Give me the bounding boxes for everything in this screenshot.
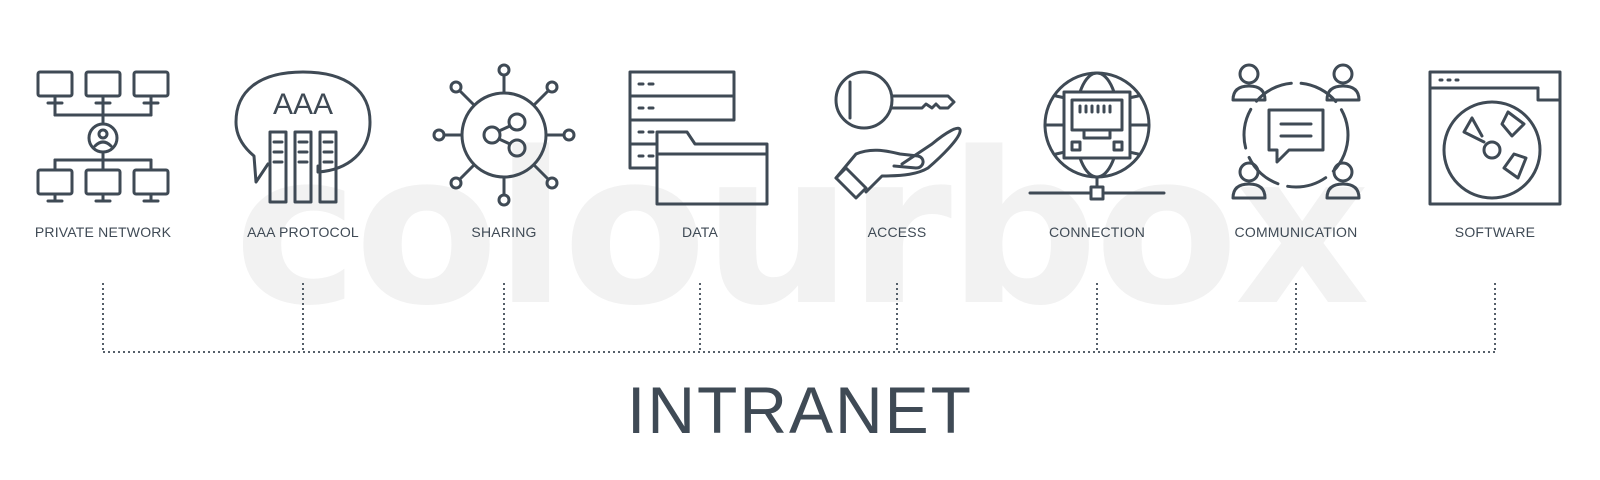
aaa-protocol-icon: AAA [234, 70, 372, 204]
item-data: DATA [605, 60, 795, 240]
item-aaa-protocol: AAA AAA PROTOCOL [208, 60, 398, 240]
access-icon [834, 70, 962, 200]
aaa-text: AAA [273, 88, 333, 121]
item-label: DATA [681, 224, 719, 240]
connection-icon [1028, 71, 1166, 201]
item-communication: COMMUNICATION [1201, 60, 1391, 240]
item-software: SOFTWARE [1400, 60, 1590, 240]
communication-icon [1231, 63, 1361, 200]
software-icon [1428, 70, 1562, 206]
page-title: INTRANET [627, 373, 973, 447]
item-access: ACCESS [802, 60, 992, 240]
item-label: PRIVATE NETWORK [34, 224, 172, 240]
item-private-network: PRIVATE NETWORK [8, 60, 198, 240]
item-label: SHARING [471, 224, 537, 240]
data-icon [628, 70, 769, 206]
sharing-icon [432, 63, 576, 207]
item-label: SOFTWARE [1454, 224, 1536, 240]
item-connection: CONNECTION [1002, 60, 1192, 240]
watermark: colourbox [233, 107, 1370, 352]
item-label: COMMUNICATION [1234, 224, 1358, 240]
item-label: AAA PROTOCOL [247, 224, 359, 240]
item-label: ACCESS [867, 224, 927, 240]
item-label: CONNECTION [1048, 224, 1146, 240]
private-network-icon [36, 70, 170, 203]
item-sharing: SHARING [409, 60, 599, 240]
